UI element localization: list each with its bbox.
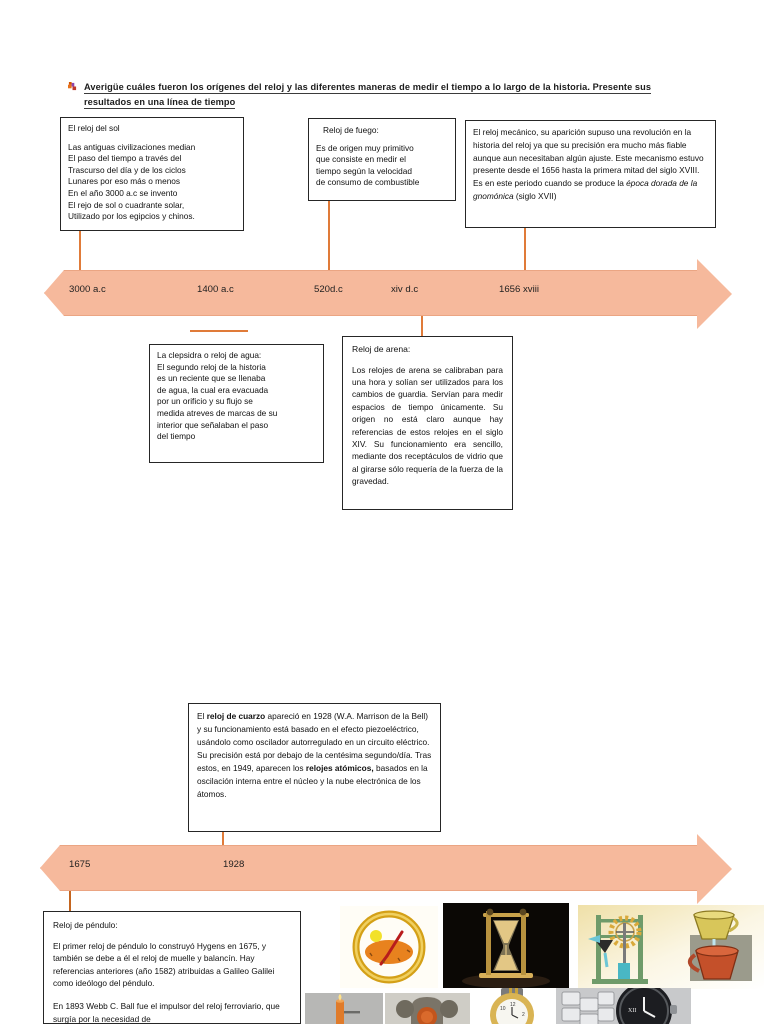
box-sol-title: El reloj del sol xyxy=(68,123,120,133)
connector-sol xyxy=(79,231,81,281)
connector-fuego xyxy=(328,201,330,281)
box-pendulo-paragraph-2: En 1893 Webb C. Ball fue el impulsor del… xyxy=(53,1000,280,1024)
box-fuego-title: Reloj de fuego: xyxy=(323,125,379,135)
box-sol-line-0: Las antiguas civilizaciones median xyxy=(68,141,196,152)
box-sol-line-3: Lunares por eso más o menos xyxy=(68,176,181,187)
box-arena-title: Reloj de arena: xyxy=(352,344,411,354)
arrow-head-bottom xyxy=(697,834,732,904)
tick-label-3000ac: 3000 a.c xyxy=(69,284,106,295)
connector-arena xyxy=(421,316,423,340)
box-cuarzo-part-a: El xyxy=(197,711,207,721)
connector-clepsidra xyxy=(190,330,248,332)
box-reloj-mecanico: El reloj mecánico, su aparición supuso u… xyxy=(465,120,716,228)
svg-text:XII: XII xyxy=(628,1008,636,1014)
box-arena-body: Los relojes de arena se calibraban para … xyxy=(352,364,503,487)
orange-bullet-icon xyxy=(68,82,77,91)
box-cuarzo-part-c: apareció en 1928 (W.A. Marrison de la Be… xyxy=(197,711,432,773)
water-clock-image xyxy=(578,905,764,989)
arrow-head xyxy=(697,259,732,329)
arrow-tail-notch-bottom xyxy=(40,845,60,891)
box-pendulo-title: Reloj de péndulo: xyxy=(53,920,118,930)
svg-text:12: 12 xyxy=(510,1002,516,1008)
box-cuarzo-text: El reloj de cuarzo apareció en 1928 (W.A… xyxy=(197,710,432,801)
page-title-text: Averigüe cuáles fueron los orígenes del … xyxy=(84,82,652,109)
tick-label-1675: 1675 xyxy=(69,859,91,870)
box-clepsidra-line-6: interior que señalaban el paso xyxy=(157,419,269,430)
box-reloj-del-sol: El reloj del sol Las antiguas civilizaci… xyxy=(60,117,244,231)
box-clepsidra-line-4: por un orificio y su flujo se xyxy=(157,396,253,407)
box-cuarzo-term-cuarzo: reloj de cuarzo xyxy=(206,711,266,721)
tick-label-520dc: 520d.c xyxy=(314,284,343,295)
svg-text:10: 10 xyxy=(500,1006,506,1012)
box-cuarzo-part-e: basados en la oscilación interna entre e… xyxy=(197,763,428,799)
box-sol-line-4: En el año 3000 a.c se invento xyxy=(68,187,178,198)
box-reloj-de-fuego: Reloj de fuego: Es de origen muy primiti… xyxy=(308,118,456,201)
box-reloj-de-cuarzo: El reloj de cuarzo apareció en 1928 (W.A… xyxy=(188,703,441,832)
box-clepsidra-line-7: del tiempo xyxy=(157,431,196,442)
candle-clock-image xyxy=(305,993,383,1024)
timeline-arrow-top: 3000 a.c 1400 a.c 520d.c xiv d.c 1656 xv… xyxy=(44,259,732,329)
box-cuarzo-term-atomicos: relojes atómicos, xyxy=(305,763,374,773)
box-sol-line-1: El paso del tiempo a través del xyxy=(68,153,182,164)
arrow-tail-notch xyxy=(44,270,64,316)
box-fuego-line-0: Es de origen muy primitivo xyxy=(316,142,414,153)
box-pendulo-paragraph-1: El primer reloj de péndulo lo construyó … xyxy=(53,940,275,989)
tick-label-1928: 1928 xyxy=(223,859,245,870)
box-mecanico-part1: El reloj mecánico, su aparición supuso u… xyxy=(473,127,704,189)
timeline-arrow-bottom: 1675 1928 xyxy=(40,834,732,904)
pocket-watch-image: 10 12 2 xyxy=(473,988,553,1024)
box-reloj-de-arena: Reloj de arena: Los relojes de arena se … xyxy=(342,336,513,510)
box-reloj-de-pendulo: Reloj de péndulo: El primer reloj de pén… xyxy=(43,911,301,1024)
box-sol-line-2: Trascurso del día y de los ciclos xyxy=(68,164,186,175)
box-clepsidra-line-5: medida atreves de marcas de su xyxy=(157,407,278,418)
box-sol-line-6: Utilizado por los egipcios y chinos. xyxy=(68,211,195,222)
box-mecanico-part2: (siglo XVII) xyxy=(513,190,557,201)
connector-mecanico xyxy=(524,228,526,281)
box-fuego-line-2: tiempo según la velocidad xyxy=(316,165,412,176)
tick-label-xivdc: xiv d.c xyxy=(391,284,419,295)
box-sol-line-5: El rejo de sol o cuadrante solar, xyxy=(68,199,185,210)
box-clepsidra-line-0: La clepsidra o reloj de agua: xyxy=(157,350,262,360)
box-clepsidra: La clepsidra o reloj de agua: El segundo… xyxy=(149,344,324,463)
box-mecanico-text: El reloj mecánico, su aparición supuso u… xyxy=(473,126,709,203)
tick-label-1400ac: 1400 a.c xyxy=(197,284,234,295)
sundial-image xyxy=(340,906,438,988)
mechanical-clock-image xyxy=(385,993,470,1024)
tick-label-1656xviii: 1656 xviii xyxy=(499,284,539,295)
connector-cuarzo xyxy=(222,832,224,856)
box-clepsidra-line-3: de agua, la cual era evacuada xyxy=(157,384,269,395)
connector-pendulo xyxy=(69,891,71,912)
page-title: Averigüe cuáles fueron los orígenes del … xyxy=(68,80,688,110)
box-mecanico-emphasis: época dorada de la gnomónica xyxy=(473,178,698,201)
wristwatch-image: XII xyxy=(556,988,691,1024)
box-clepsidra-line-1: El segundo reloj de la historia xyxy=(157,361,266,372)
box-fuego-line-1: que consiste en medir el xyxy=(316,154,406,165)
svg-text:2: 2 xyxy=(522,1012,525,1018)
box-clepsidra-line-2: es un reciente que se llenaba xyxy=(157,373,266,384)
hourglass-image xyxy=(443,903,569,988)
box-fuego-line-3: de consumo de combustible xyxy=(316,177,420,188)
